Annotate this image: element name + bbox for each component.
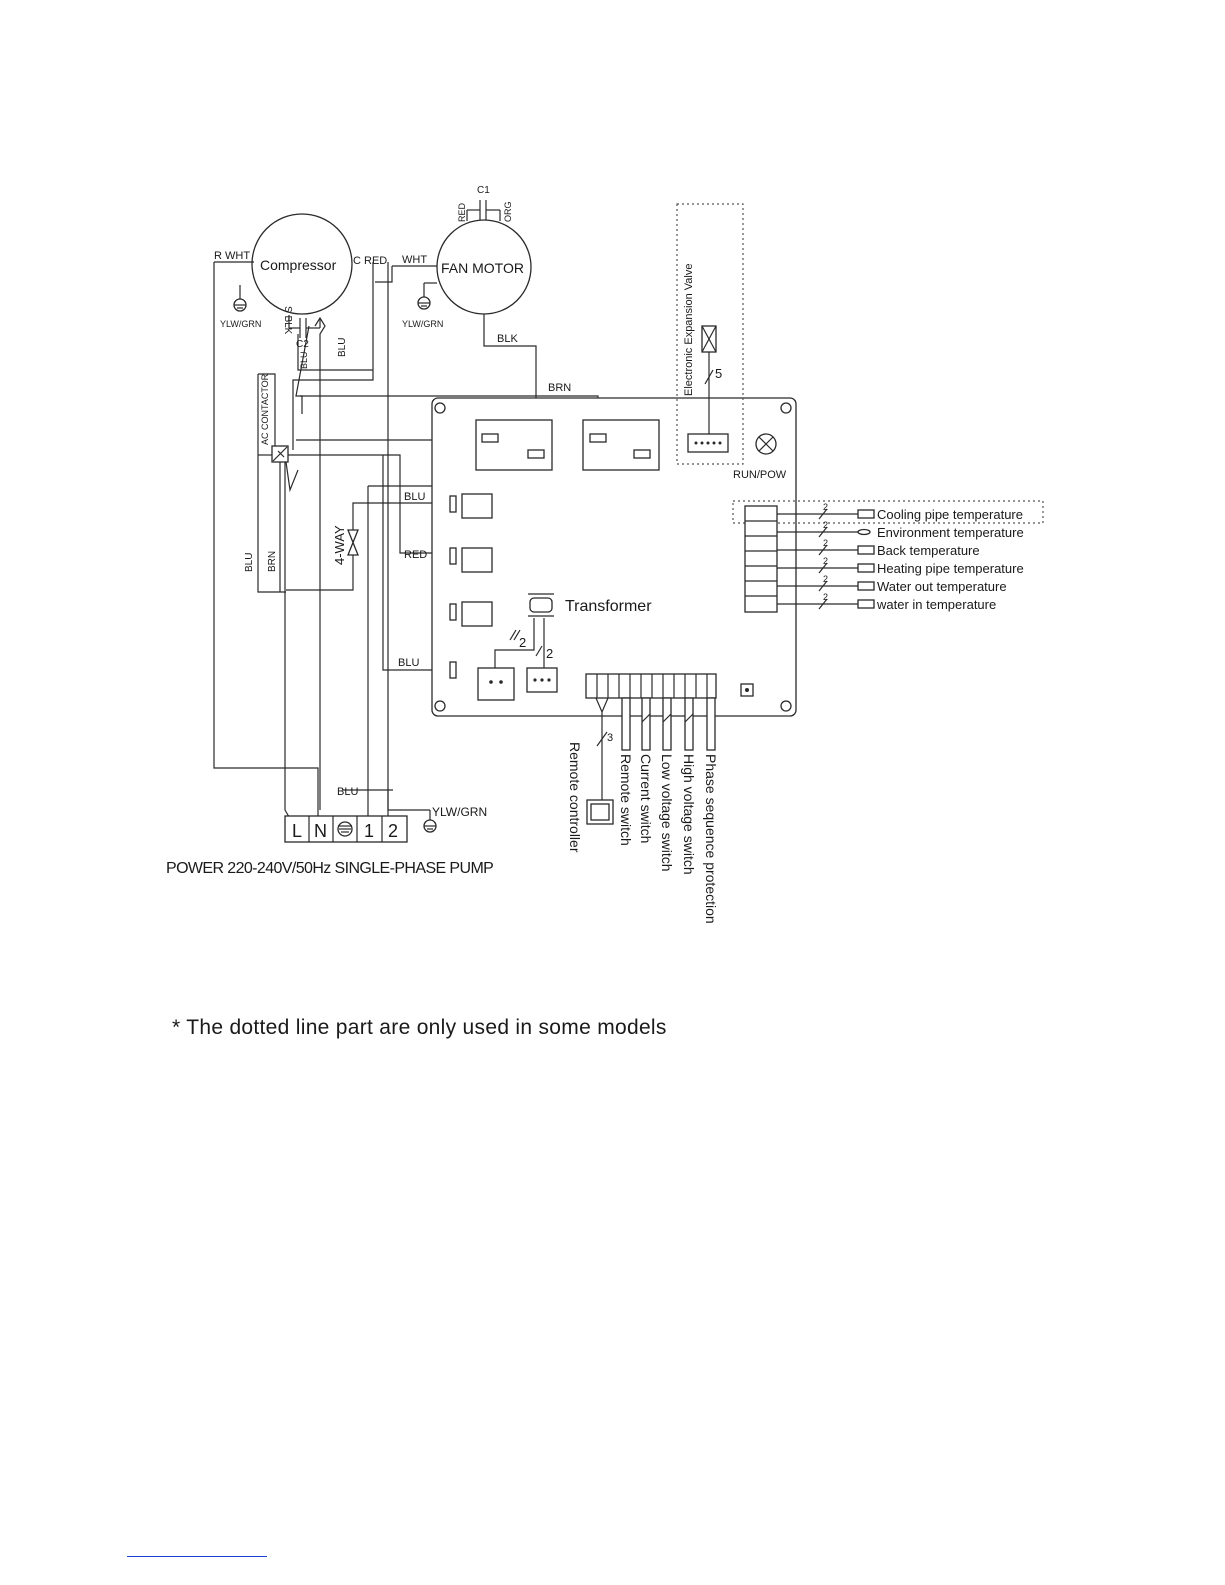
switch-lead <box>641 697 651 751</box>
ac-contactor-label: AC CONTACTOR <box>260 373 270 445</box>
wire-label-blu-comp: BLU <box>337 338 348 357</box>
sensor-wire-count: 2 <box>823 592 828 602</box>
eev-label: Electronic Expansion Valve <box>683 264 695 396</box>
run-pow-lamp-icon <box>755 433 777 455</box>
sensor-probe-icon <box>857 563 875 573</box>
footnote: * The dotted line part are only used in … <box>172 1016 667 1039</box>
power-terminal-block: L N 1 2 <box>284 815 408 843</box>
wire-label-blu-row4: BLU <box>398 657 419 669</box>
power-label: POWER 220-240V/50Hz SINGLE-PHASE PUMP <box>166 860 493 877</box>
four-way-valve <box>347 529 359 556</box>
wire-label-s-blk: S BLK <box>282 306 293 335</box>
wire-label-blu-terminal: BLU <box>337 786 358 798</box>
wire-label-brn-top: BRN <box>548 382 571 394</box>
switch-label: Low voltage switch <box>659 754 675 872</box>
switch-label: Remote switch <box>618 754 634 846</box>
wire-label-blu-c2: BLU <box>299 351 309 369</box>
wire-label-blu-contactor: BLU <box>244 553 255 572</box>
wire-label-blu-row1: BLU <box>404 491 425 503</box>
sensor-probe-icon <box>857 509 875 519</box>
eev-wire-count: 5 <box>715 366 722 381</box>
switch-label: Phase sequence protection <box>703 754 719 924</box>
sensor-dotted-frame <box>732 500 1044 524</box>
sensor-probe-icon <box>857 545 875 555</box>
terminal-ground-label: YLW/GRN <box>432 805 487 819</box>
sensor-wire-count: 2 <box>823 502 828 512</box>
compressor: Compressor <box>251 213 353 315</box>
run-pow-label: RUN/POW <box>733 469 787 481</box>
sensor-wire-count: 2 <box>823 556 828 566</box>
eev-valve-icon <box>701 325 717 353</box>
ground-icon <box>233 285 247 312</box>
wire-label-r-wht: R WHT <box>214 250 250 262</box>
bus-count-trans-1: 2 <box>519 635 526 650</box>
compressor-label: Compressor <box>260 257 337 273</box>
bus-count-trans-2: 2 <box>546 646 553 661</box>
switch-label: Remote controller <box>567 742 583 853</box>
capacitor-c1-label: C1 <box>477 185 490 196</box>
sensor-label: Back temperature <box>877 543 980 558</box>
sensor-label: Water out temperature <box>877 579 1007 594</box>
sensor-probe-icon <box>857 528 871 536</box>
compressor-ground-label: YLW/GRN <box>220 319 261 329</box>
transformer-label: Transformer <box>565 598 652 615</box>
ground-icon <box>417 282 437 310</box>
fan-motor-label: FAN MOTOR <box>441 260 524 276</box>
sensor-probe-icon <box>857 581 875 591</box>
switch-lead <box>706 697 716 751</box>
sensor-probe-icon <box>857 599 875 609</box>
sensor-label: Cooling pipe temperature <box>877 507 1023 522</box>
sensor-terminal-block <box>744 505 778 613</box>
capacitor-c2 <box>288 315 321 338</box>
sensor-wire-count: 2 <box>823 520 828 530</box>
eev-dotted-frame <box>676 203 744 465</box>
switch-lead <box>684 697 694 751</box>
transformer-icon <box>528 593 554 617</box>
wire-label-brn-contactor: BRN <box>267 551 278 572</box>
terminal-n: N <box>314 821 327 841</box>
wire-label-red-row2: RED <box>404 549 427 561</box>
control-board: Transformer 2 2 RUN/POW <box>431 397 797 717</box>
terminal-l: L <box>292 821 302 841</box>
wire-label-c-red: C RED <box>353 255 387 267</box>
bus-count-remote: 3 <box>607 732 613 744</box>
sensor-wire-count: 2 <box>823 538 828 548</box>
terminal-1: 1 <box>364 821 374 841</box>
switch-label: Current switch <box>638 754 654 843</box>
sensor-label: water in temperature <box>876 597 996 612</box>
fan-ground-label: YLW/GRN <box>402 319 443 329</box>
switch-lead <box>662 697 672 751</box>
wire-label-blk: BLK <box>497 333 518 345</box>
ground-icon <box>423 810 437 833</box>
wire-label-org-c1: ORG <box>503 201 513 222</box>
capacitor-c1 <box>466 200 501 221</box>
wire-label-wht: WHT <box>402 254 427 266</box>
wire-label-red-c1: RED <box>457 202 467 222</box>
sensor-label: Environment temperature <box>877 525 1024 540</box>
bottom-rule <box>127 1556 267 1557</box>
ac-contactor <box>271 445 289 463</box>
fan-motor: FAN MOTOR <box>436 219 532 315</box>
remote-controller-icon <box>586 799 614 825</box>
terminal-2: 2 <box>388 821 398 841</box>
switch-label: High voltage switch <box>681 754 697 875</box>
capacitor-c2-label: C2 <box>296 339 309 350</box>
sensor-wire-count: 2 <box>823 574 828 584</box>
sensor-label: Heating pipe temperature <box>877 561 1024 576</box>
earth-terminal-icon <box>337 821 353 837</box>
four-way-label: 4-WAY <box>332 525 347 565</box>
switch-lead <box>621 697 631 751</box>
